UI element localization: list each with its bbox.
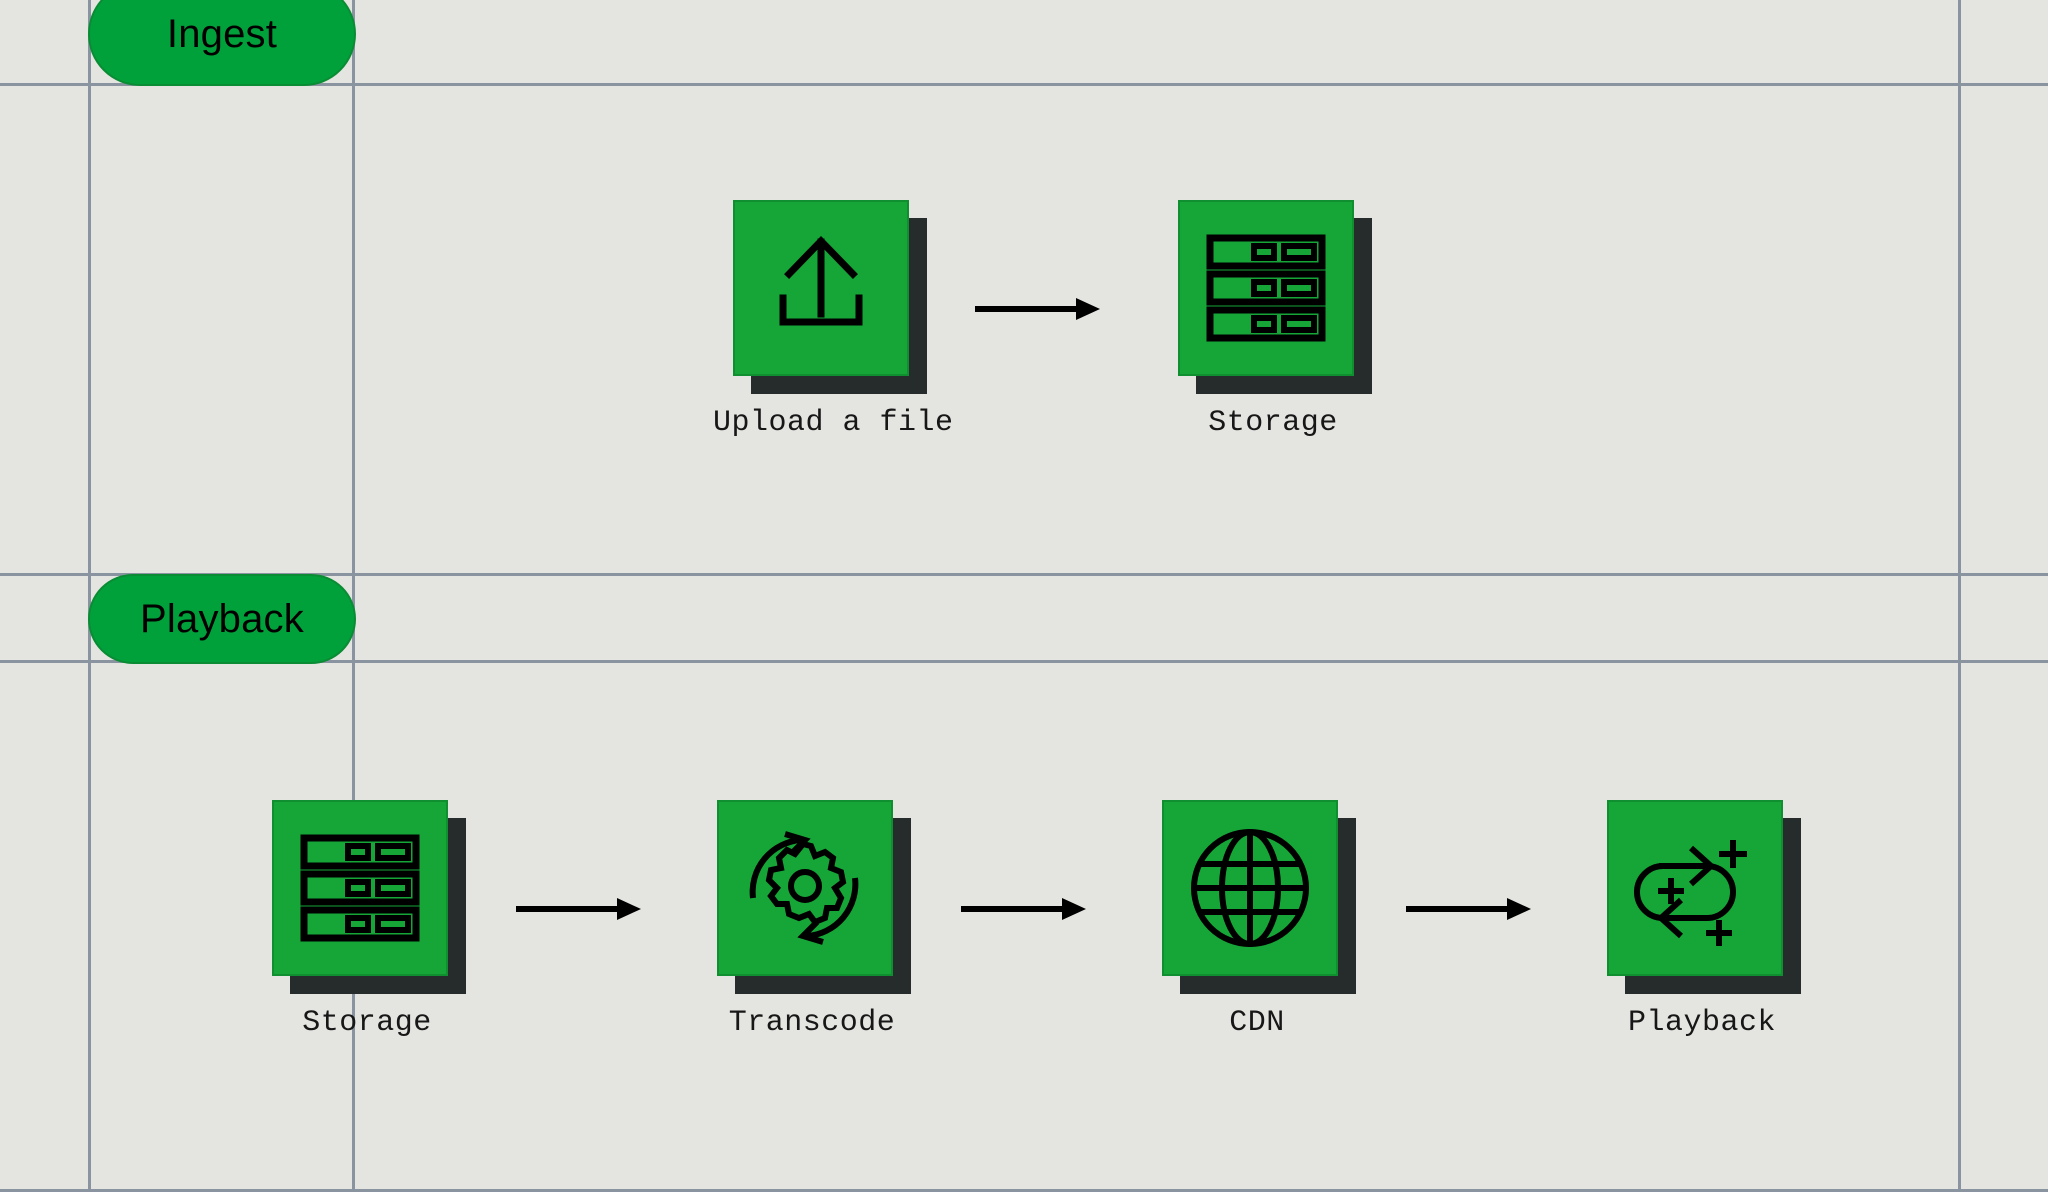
- transcode-icon: [739, 822, 871, 954]
- tile-face: [272, 800, 448, 976]
- tile-face: [1178, 200, 1354, 376]
- loop-plus-icon: [1629, 822, 1761, 954]
- tile-face: [717, 800, 893, 976]
- flow-arrow: [1406, 896, 1531, 927]
- node-label: Storage: [1208, 406, 1338, 440]
- gridline-horizontal: [0, 83, 2048, 86]
- icon-tile: [272, 800, 466, 994]
- tile-face: [733, 200, 909, 376]
- node-label: Playback: [1627, 1006, 1777, 1040]
- gridline-horizontal: [0, 660, 2048, 663]
- node-label: Upload a file: [713, 406, 954, 440]
- globe-icon: [1188, 826, 1312, 950]
- node-upload-a-file[interactable]: Upload a file: [713, 200, 954, 440]
- node-transcode[interactable]: Transcode: [697, 800, 927, 1040]
- gridline-horizontal: [0, 1189, 2048, 1192]
- gridline-vertical: [88, 0, 91, 1192]
- storage-icon: [298, 826, 422, 950]
- node-label: Storage: [302, 1006, 432, 1040]
- band-label-playback[interactable]: Playback: [88, 574, 356, 664]
- flow-arrow: [516, 896, 641, 927]
- node-storage-ingest[interactable]: Storage: [1158, 200, 1388, 440]
- node-label: Transcode: [728, 1006, 896, 1040]
- icon-tile: [1178, 200, 1372, 394]
- icon-tile: [1162, 800, 1356, 994]
- flow-arrow: [961, 896, 1086, 927]
- band-label-ingest[interactable]: Ingest: [88, 0, 356, 86]
- icon-tile: [733, 200, 927, 394]
- upload-icon: [761, 228, 881, 348]
- tile-face: [1607, 800, 1783, 976]
- icon-tile: [717, 800, 911, 994]
- gridline-horizontal: [0, 573, 2048, 576]
- gridline-vertical: [1958, 0, 1961, 1192]
- storage-icon: [1204, 226, 1328, 350]
- icon-tile: [1607, 800, 1801, 994]
- flow-arrow: [975, 296, 1100, 327]
- node-cdn[interactable]: CDN: [1142, 800, 1372, 1040]
- tile-face: [1162, 800, 1338, 976]
- node-playback[interactable]: Playback: [1587, 800, 1817, 1040]
- gridline-vertical: [352, 0, 355, 1192]
- node-label: CDN: [1229, 1006, 1285, 1040]
- node-storage-playback[interactable]: Storage: [252, 800, 482, 1040]
